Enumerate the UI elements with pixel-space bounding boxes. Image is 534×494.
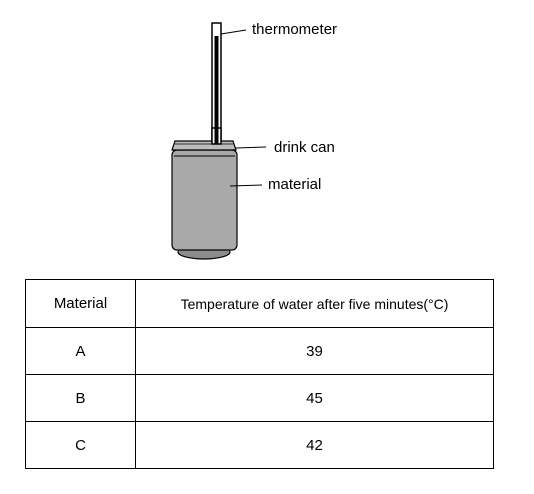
experiment-illustration	[171, 22, 267, 260]
table-row: A 39	[25, 327, 494, 375]
table-header-row: Material Temperature of water after five…	[25, 279, 494, 328]
material-cell: B	[25, 374, 136, 422]
thermometer-icon	[211, 22, 222, 144]
temperature-cell: 45	[135, 374, 494, 422]
experiment-diagram: thermometer drink can material	[171, 21, 338, 260]
material-callout-line	[229, 184, 263, 187]
material-cell: C	[25, 421, 136, 469]
drink-can-label: drink can	[274, 139, 335, 156]
table-row: C 42	[25, 421, 494, 469]
thermometer-label: thermometer	[252, 21, 338, 38]
drink-can-icon	[171, 140, 238, 260]
material-cell: A	[25, 327, 136, 375]
results-table: Material Temperature of water after five…	[25, 279, 494, 469]
material-column-header: Material	[25, 279, 136, 328]
drink-can-callout-line	[235, 146, 267, 149]
temperature-cell: 42	[135, 421, 494, 469]
thermometer-callout-line	[220, 29, 247, 35]
material-label: material	[268, 176, 322, 193]
temperature-column-header: Temperature of water after five minutes(…	[135, 279, 494, 328]
table-row: B 45	[25, 374, 494, 422]
temperature-cell: 39	[135, 327, 494, 375]
